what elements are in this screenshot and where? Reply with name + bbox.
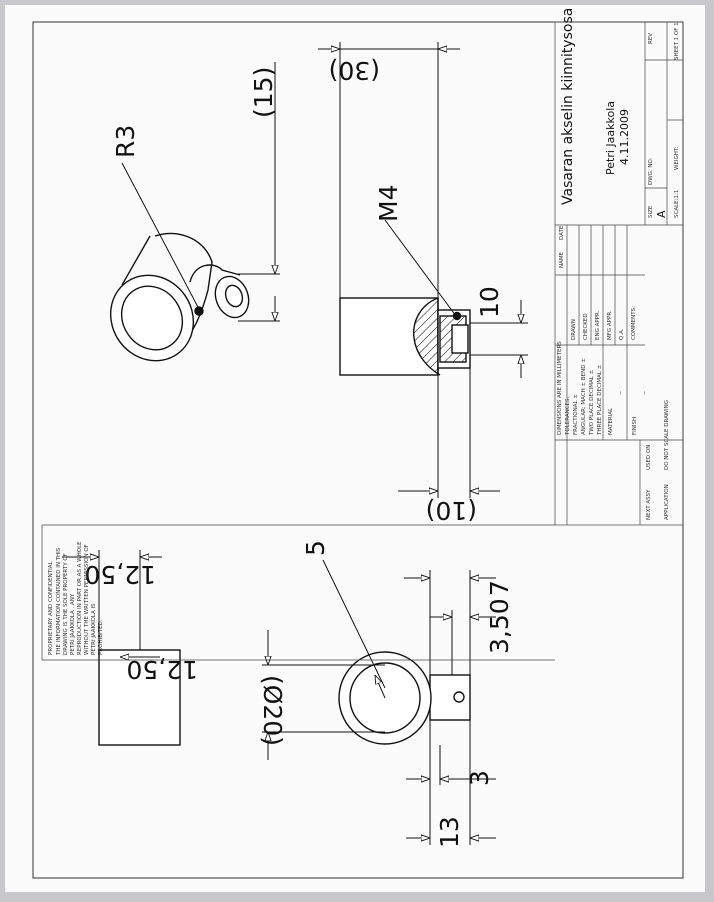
svg-text:SHEET 1 OF 1: SHEET 1 OF 1 [674,22,680,60]
dim-30 [318,42,460,298]
title-small-labels: SIZE DWG. NO. REV SCALE:1:1 WEIGHT: SHEE… [48,22,680,656]
svg-text:THE INFORMATION CONTAINED IN T: THE INFORMATION CONTAINED IN THIS [56,547,62,656]
dim-12-50-a-text: 12,50 [84,560,156,589]
dim-10-right-text: 10 [475,286,504,318]
dim-10-right [470,300,528,378]
sheet-size: A [655,210,668,218]
dim-20-text: (Ø20) [258,675,287,746]
dim-30-text: (30) [329,56,380,85]
svg-text:SIZE: SIZE [648,205,654,218]
svg-text:DATE: DATE [559,225,565,240]
svg-text:DO NOT SCALE DRAWING: DO NOT SCALE DRAWING [664,400,670,470]
svg-text:TOLERANCES:: TOLERANCES: [565,396,571,436]
svg-text:--: -- [618,391,624,395]
svg-text:USED ON: USED ON [646,445,652,470]
svg-text:COMMENTS:: COMMENTS: [631,306,637,340]
svg-text:DIMENSIONS ARE IN MILLIMETERS: DIMENSIONS ARE IN MILLIMETERS [557,341,563,435]
dim-7-text: 7 [485,580,514,596]
svg-text:WEIGHT:: WEIGHT: [674,146,680,170]
section-view [339,297,471,376]
dim-13-text: 13 [435,816,464,848]
dim-3-50-text: 3,50 [485,598,514,654]
svg-text:ANGULAR: MACH ± BEND ±: ANGULAR: MACH ± BEND ± [581,358,587,435]
author-name: Petri Jaakkola [604,101,617,175]
svg-text:TWO PLACE DECIMAL ±: TWO PLACE DECIMAL ± [589,369,595,436]
dim-15 [238,62,280,322]
paper [5,5,705,892]
drawing-date: 4.11.2009 [618,109,631,165]
dim-10-bottom-text: (10) [426,496,477,525]
dim-12-50-b-text: 12,50 [126,655,198,684]
r3-text: R3 [111,125,140,158]
m4-leader [384,219,457,317]
svg-text:WITHOUT THE WRITTEN PERMISSION: WITHOUT THE WRITTEN PERMISSION OF [84,544,90,655]
svg-text:PETRI JAAKKOLA IS: PETRI JAAKKOLA IS [91,603,97,655]
dim-7 [404,570,496,675]
svg-text:Q.A.: Q.A. [619,328,625,340]
svg-text:APPLICATION: APPLICATION [664,484,670,520]
svg-text:PROHIBITED.: PROHIBITED. [98,619,104,655]
svg-text:MFG APPR.: MFG APPR. [607,310,613,340]
dim-3-text: 3 [465,770,494,786]
dim-5-leader [322,559,386,689]
svg-text:FRACTIONAL ±: FRACTIONAL ± [573,394,579,435]
title-text-group: Vasaran akselin kiinnitysosa Petri Jaakk… [560,8,668,218]
svg-text:ENG APPR.: ENG APPR. [595,310,601,340]
r3-label: R3 [111,125,140,158]
svg-text:REV: REV [648,33,654,44]
svg-text:DWG. NO.: DWG. NO. [648,157,654,185]
dim-10-bottom [398,368,500,498]
svg-text:--: -- [642,391,648,395]
svg-text:PETRI JAAKKOLA . ANY: PETRI JAAKKOLA . ANY [70,593,76,655]
svg-text:DRAWN: DRAWN [571,319,577,340]
square-view [98,649,181,746]
svg-text:NEXT ASSY: NEXT ASSY [646,489,652,520]
svg-text:SCALE:1:1: SCALE:1:1 [674,190,680,218]
svg-text:THREE PLACE DECIMAL ±: THREE PLACE DECIMAL ± [597,364,603,436]
dim-12-50-a [62,550,162,650]
isometric-view [109,232,250,362]
dim-3-13 [406,720,496,845]
m4-text: M4 [374,185,403,222]
svg-text:REPRODUCTION IN PART OR AS A W: REPRODUCTION IN PART OR AS A WHOLE [77,541,83,655]
dim-15-text: (15) [249,67,278,118]
dim-5-text: 5 [301,540,330,556]
title-block [42,21,684,526]
dim-20 [262,630,385,760]
svg-text:FINISH: FINISH [632,417,638,435]
svg-text:DRAWING IS THE SOLE PROPERTY O: DRAWING IS THE SOLE PROPERTY OF [63,553,69,655]
r3-point [194,306,204,316]
drawing-title: Vasaran akselin kiinnitysosa [560,8,576,205]
svg-text:PROPRIETARY AND CONFIDENTIAL: PROPRIETARY AND CONFIDENTIAL [48,561,54,655]
svg-text:NAME: NAME [559,251,565,268]
r3-leader [121,162,200,310]
svg-text:MATERIAL: MATERIAL [608,407,614,435]
svg-text:CHECKED: CHECKED [583,313,589,340]
